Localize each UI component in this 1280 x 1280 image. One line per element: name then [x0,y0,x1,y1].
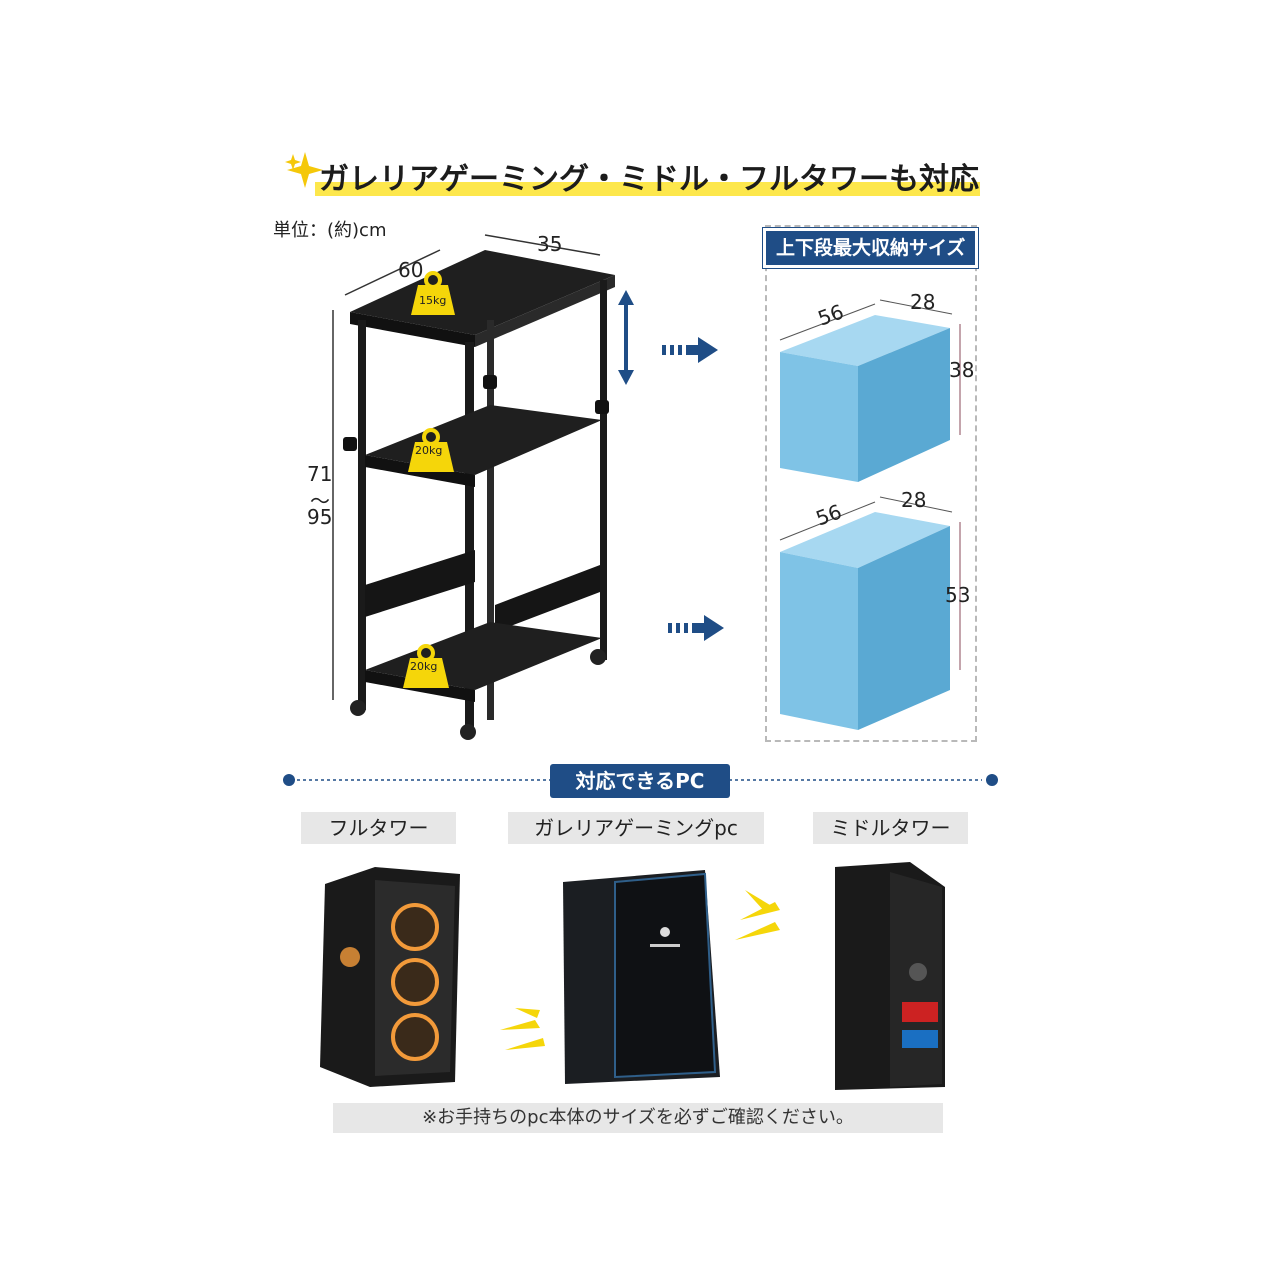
attention-burst-icon [735,890,780,940]
galleria-pc-image [563,870,720,1084]
storage-boxes-illustration [779,299,961,730]
lower-box-height: 53 [945,583,971,607]
load-label-bottom: 20kg [410,660,438,673]
load-label-middle: 20kg [415,444,443,457]
sparkle-icon [285,152,323,188]
weight-icon [408,428,454,472]
pc-label-mid-tower: ミドルタワー [813,812,968,844]
dim-depth: 60 [398,258,424,282]
pc-label-full-tower: フルタワー [301,812,456,844]
dim-height-top: 71 [307,462,333,486]
load-label-top: 15kg [419,294,447,307]
page-title: ガレリアゲーミング・ミドル・フルタワーも対応 [319,162,979,197]
title-banner: ガレリアゲーミング・ミドル・フルタワーも対応 [285,150,985,198]
dim-height-sep: 〜 [310,489,330,513]
attention-burst-icon [500,1008,545,1050]
full-tower-pc-image [320,867,460,1087]
weight-icon [411,271,455,315]
arrow-right-icon [668,615,724,641]
storage-size-badge: 上下段最大収納サイズ [763,228,979,268]
storage-size-panel [765,225,977,742]
pc-label-galleria: ガレリアゲーミングpc [508,812,764,844]
rack-illustration [332,234,634,740]
dim-width: 35 [537,232,563,256]
lower-box-width: 28 [901,488,927,512]
unit-label: 単位：(約)cm [273,220,387,241]
upper-box-width: 28 [910,290,936,314]
upper-box-height: 38 [949,358,975,382]
mid-tower-pc-image [835,862,945,1090]
arrow-right-icon [662,337,718,363]
size-check-note: ※お手持ちのpc本体のサイズを必ずご確認ください。 [333,1103,943,1133]
dim-height-bottom: 95 [307,505,333,529]
title-highlight [315,182,980,196]
height-adjust-arrow-icon [618,290,634,385]
compatible-pc-badge: 対応できるPC [550,764,730,798]
weight-icon [403,644,449,688]
